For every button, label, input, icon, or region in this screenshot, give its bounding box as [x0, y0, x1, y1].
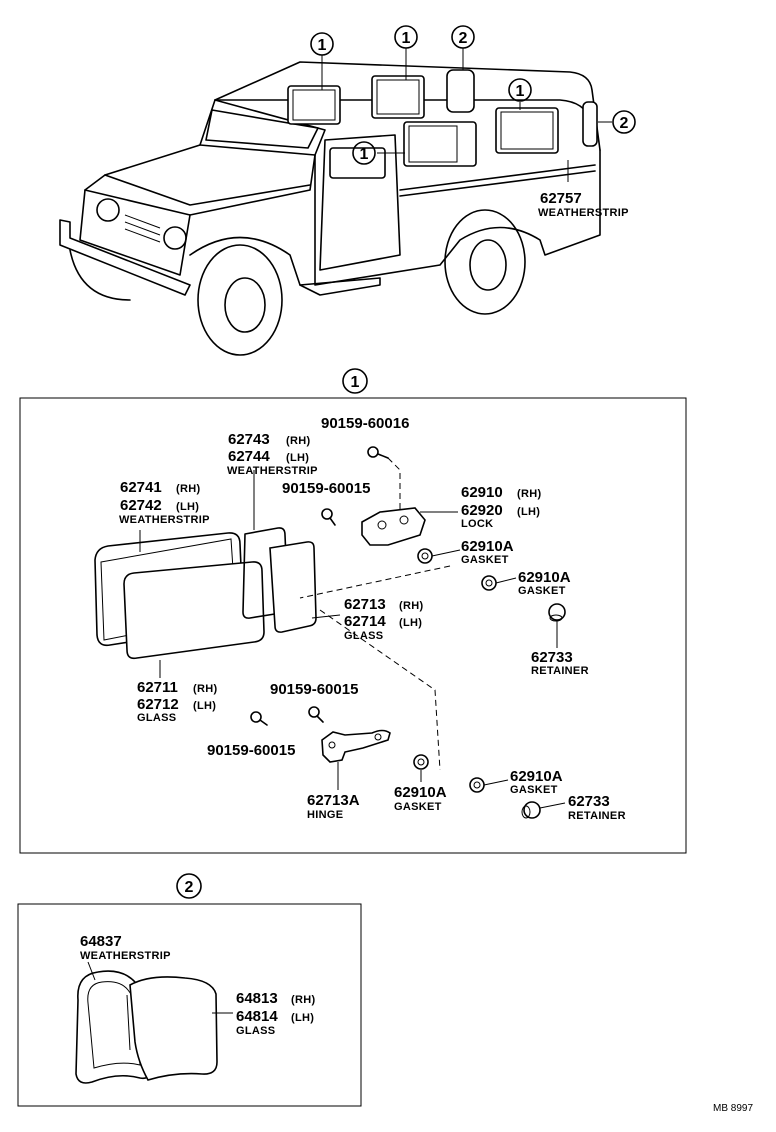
p2-glass-lh-part-number: 64814	[236, 1008, 278, 1025]
glass-large-lh-part-number: 62712	[137, 696, 179, 713]
callout-1-d: 1	[352, 141, 376, 165]
weatherstrip-label: WEATHERSTRIP	[538, 207, 629, 219]
gasket-3-part-number: 62910A	[394, 784, 447, 801]
lock-lh-part-number: 62920	[461, 502, 503, 519]
hinge-part-number: 62713A	[307, 792, 360, 809]
svg-text:2: 2	[459, 30, 468, 47]
svg-text:1: 1	[516, 83, 525, 100]
p2-weatherstrip-label: WEATHERSTRIP	[80, 950, 171, 962]
panel-2-callout: 2	[176, 873, 202, 899]
gasket-4-label: GASKET	[510, 784, 558, 796]
diagram-reference: MB 8997	[713, 1103, 753, 1114]
glass-large-label: GLASS	[137, 712, 176, 724]
gasket-4-part-number: 62910A	[510, 768, 563, 785]
svg-text:1: 1	[318, 37, 327, 54]
glass-small-lh-side: (LH)	[399, 617, 422, 629]
ws-b-rh-side: (RH)	[176, 483, 200, 495]
glass-small-rh-part-number: 62713	[344, 596, 386, 613]
ws-b-label: WEATHERSTRIP	[119, 514, 210, 526]
retainer-1-part-number: 62733	[531, 649, 573, 666]
svg-text:2: 2	[185, 879, 194, 896]
bolt-hinge-left-part-number: 90159-60015	[207, 742, 295, 759]
lock-label: LOCK	[461, 518, 493, 530]
callout-2-b: 2	[612, 110, 636, 134]
callout-1-c: 1	[508, 78, 532, 102]
ws-a-rh-side: (RH)	[286, 435, 310, 447]
lock-lh-side: (LH)	[517, 506, 540, 518]
gasket-2-label: GASKET	[518, 585, 566, 597]
gasket-1-part-number: 62910A	[461, 538, 514, 555]
weatherstrip-part-number: 62757	[540, 190, 582, 207]
callout-1-a: 1	[310, 32, 334, 56]
lock-rh-side: (RH)	[517, 488, 541, 500]
ws-b-lh-part-number: 62742	[120, 497, 162, 514]
p2-glass-lh-side: (LH)	[291, 1012, 314, 1024]
callout-2-a: 2	[451, 25, 475, 49]
callout-1-b: 1	[394, 25, 418, 49]
svg-text:2: 2	[620, 115, 629, 132]
retainer-2-part-number: 62733	[568, 793, 610, 810]
glass-large-lh-side: (LH)	[193, 700, 216, 712]
glass-small-lh-part-number: 62714	[344, 613, 386, 630]
glass-small-rh-side: (RH)	[399, 600, 423, 612]
ws-a-label: WEATHERSTRIP	[227, 465, 318, 477]
glass-large-rh-part-number: 62711	[137, 679, 178, 696]
svg-text:1: 1	[351, 374, 360, 391]
retainer-2-label: RETAINER	[568, 810, 626, 822]
panel-1-frame	[19, 397, 687, 854]
gasket-2-part-number: 62910A	[518, 569, 571, 586]
panel-1-callout: 1	[342, 368, 368, 394]
ws-a-lh-side: (LH)	[286, 452, 309, 464]
panel-2-parts	[75, 961, 233, 1084]
svg-text:1: 1	[402, 30, 411, 47]
ws-a-lh-part-number: 62744	[228, 448, 270, 465]
gasket-3-label: GASKET	[394, 801, 442, 813]
panel-2-frame	[17, 903, 362, 1107]
svg-text:1: 1	[360, 146, 369, 163]
hinge-label: HINGE	[307, 809, 343, 821]
p2-glass-rh-part-number: 64813	[236, 990, 278, 1007]
bolt-mid-part-number: 90159-60015	[282, 480, 370, 497]
panel-1-parts	[94, 446, 566, 819]
lock-rh-part-number: 62910	[461, 484, 503, 501]
ws-a-rh-part-number: 62743	[228, 431, 270, 448]
gasket-1-label: GASKET	[461, 554, 509, 566]
p2-glass-rh-side: (RH)	[291, 994, 315, 1006]
glass-large-rh-side: (RH)	[193, 683, 217, 695]
bolt-hinge-top-part-number: 90159-60015	[270, 681, 358, 698]
retainer-1-label: RETAINER	[531, 665, 589, 677]
p2-glass-label: GLASS	[236, 1025, 275, 1037]
ws-b-rh-part-number: 62741	[120, 479, 162, 496]
ws-b-lh-side: (LH)	[176, 501, 199, 513]
bolt-top-part-number: 90159-60016	[321, 415, 409, 432]
vehicle-illustration	[59, 48, 612, 356]
p2-weatherstrip-part-number: 64837	[80, 933, 122, 950]
glass-small-label: GLASS	[344, 630, 383, 642]
